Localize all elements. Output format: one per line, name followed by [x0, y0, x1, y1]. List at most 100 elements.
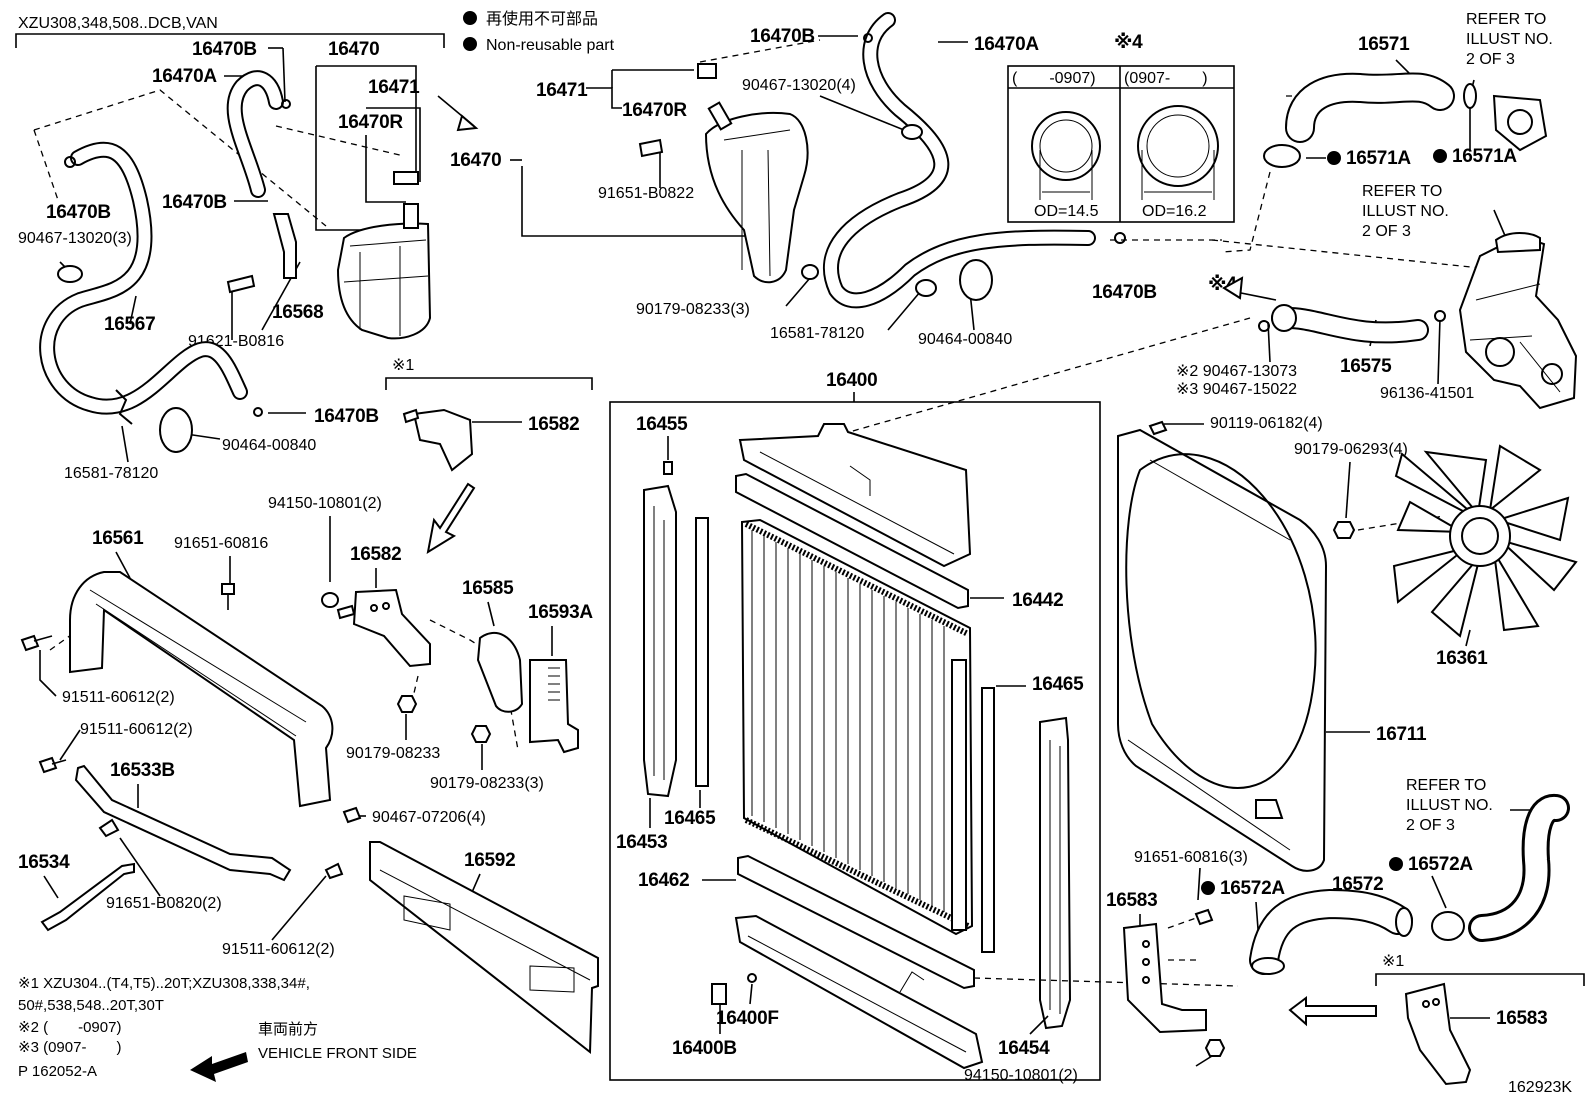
nut-icon [801, 264, 819, 280]
label-16567: 16567 [104, 314, 155, 335]
label-16400: 16400 [826, 370, 877, 391]
od-range-left: ( -0907) [1012, 70, 1096, 87]
page-ref: P 162052-A [18, 1063, 97, 1080]
label-x4-top: ※4 [1114, 32, 1143, 53]
label-90467-15022: ※3 90467-15022 [1176, 381, 1297, 398]
radiator-assembly-box [609, 401, 1101, 1081]
band-clamp-icon [159, 407, 193, 453]
label-91511-60612-2c: 91511-60612(2) [222, 941, 335, 958]
label-90179-08233: 90179-08233 [346, 745, 440, 762]
label-90467-13020-4: 90467-13020(4) [742, 77, 856, 94]
label-16571A-a: 16571A [1346, 148, 1411, 169]
panel-16592 [369, 841, 599, 1055]
label-16534: 16534 [18, 852, 70, 873]
od-value-right: OD=16.2 [1142, 203, 1207, 220]
refer-3-line3: 2 OF 3 [1406, 817, 1455, 834]
label-16592: 16592 [464, 850, 515, 871]
od-detail-box [1007, 65, 1235, 223]
nut-icon-2 [321, 592, 339, 608]
bolt-icon-10 [1194, 908, 1214, 926]
side-rail-16454 [1039, 716, 1072, 1030]
figure-code: 162923K [1508, 1079, 1572, 1096]
seal-16465 [695, 517, 709, 787]
seal-16465-b [981, 687, 995, 953]
clip-icon-3 [253, 407, 263, 417]
label-16582-b: 16582 [350, 544, 401, 565]
bolt-icon-8 [98, 818, 120, 838]
label-90179-08233-3b: 90179-08233(3) [430, 775, 544, 792]
gasket-16462 [737, 854, 975, 990]
label-16361: 16361 [1436, 648, 1488, 669]
refer-3-line1: REFER TO [1406, 777, 1486, 794]
shroud-opening [1125, 453, 1317, 789]
note-3: ※3 (0907- ) [18, 1039, 121, 1056]
label-91651-B0820-2: 91651-B0820(2) [106, 895, 222, 912]
label-16462: 16462 [638, 870, 689, 891]
hose-clamp-icon-5 [1251, 957, 1285, 975]
label-16400B: 16400B [672, 1038, 737, 1059]
legend-dot-icon-2 [463, 37, 477, 51]
label-16470: 16470 [328, 39, 379, 60]
label-16581-78120-a: 16581-78120 [64, 465, 158, 482]
cap-16471-icon [393, 171, 419, 185]
bolt-icon-3 [221, 583, 235, 595]
hose-clamp-icon-3 [915, 279, 937, 297]
label-16470A-b: 16470A [974, 34, 1039, 55]
label-16470B-e: 16470B [750, 26, 815, 47]
label-16582-a: 16582 [528, 414, 579, 435]
o-ring-icon [747, 973, 757, 983]
label-91651-60816-3: 91651-60816(3) [1134, 849, 1248, 866]
hose-clamp-icon [57, 265, 83, 283]
note-2: ※2 ( -0907) [18, 1019, 121, 1036]
side-rail-16453 [643, 484, 677, 798]
bracket-16583 [1122, 922, 1207, 1034]
lower-tank [734, 914, 984, 1070]
label-16583-a: 16583 [1106, 890, 1157, 911]
refer-1-line1: REFER TO [1466, 11, 1546, 28]
bracket-16568 [272, 213, 297, 279]
cap-icon [707, 101, 733, 131]
fan-16361 [1392, 444, 1578, 638]
label-90119-06182-4: 90119-06182(4) [1210, 415, 1323, 432]
nut-icon-6 [1204, 1039, 1226, 1057]
front-en: VEHICLE FRONT SIDE [258, 1045, 417, 1062]
label-16471: 16471 [368, 77, 420, 98]
plug-icon [1434, 310, 1446, 322]
clip-icon-6 [1258, 320, 1270, 332]
label-90464-00840-b: 90464-00840 [918, 331, 1012, 348]
label-16470-b: 16470 [450, 150, 501, 171]
label-91511-60612-2a: 91511-60612(2) [62, 689, 175, 706]
cap-16471-b-icon [697, 63, 717, 79]
label-16572A-b: 16572A [1408, 854, 1473, 875]
clip-icon-5 [1114, 232, 1126, 244]
label-90179-06293-4: 90179-06293(4) [1294, 441, 1408, 458]
label-16593A: 16593A [528, 602, 593, 623]
stay-16534 [40, 862, 135, 932]
gasket-16442 [735, 472, 969, 610]
label-16583-b: 16583 [1496, 1008, 1547, 1029]
label-16568: 16568 [272, 302, 323, 323]
core-side-tank [951, 659, 967, 931]
hose-clamp-icon-4 [1263, 144, 1301, 168]
bolt-icon-7 [324, 862, 344, 880]
label-16470B-b: 16470B [46, 202, 111, 223]
refer-1-line2: ILLUST NO. [1466, 31, 1553, 48]
label-90467-13073: ※2 90467-13073 [1176, 363, 1297, 380]
hose-clamp-icon-2 [901, 124, 923, 140]
label-91651-60816: 91651-60816 [174, 535, 268, 552]
label-90467-07206-4: 90467-07206(4) [372, 809, 486, 826]
nonreusable-dot-icon-4 [1201, 881, 1215, 895]
label-16400F: 16400F [716, 1008, 779, 1029]
ring-small-icon [1031, 111, 1101, 181]
label-96136-41501: 96136-41501 [1380, 385, 1474, 402]
model-code: XZU308,348,508..DCB,VAN [18, 15, 218, 32]
bolt-icon-2 [638, 138, 664, 158]
label-16453: 16453 [616, 832, 667, 853]
refer-3-line2: ILLUST NO. [1406, 797, 1493, 814]
clip-icon-4 [863, 33, 873, 43]
label-94150-10801-2a: 94150-10801(2) [268, 495, 382, 512]
label-16470B: 16470B [192, 39, 257, 60]
direction-arrow-icon-2 [1222, 276, 1244, 300]
nonreusable-dot-icon-2 [1433, 149, 1447, 163]
